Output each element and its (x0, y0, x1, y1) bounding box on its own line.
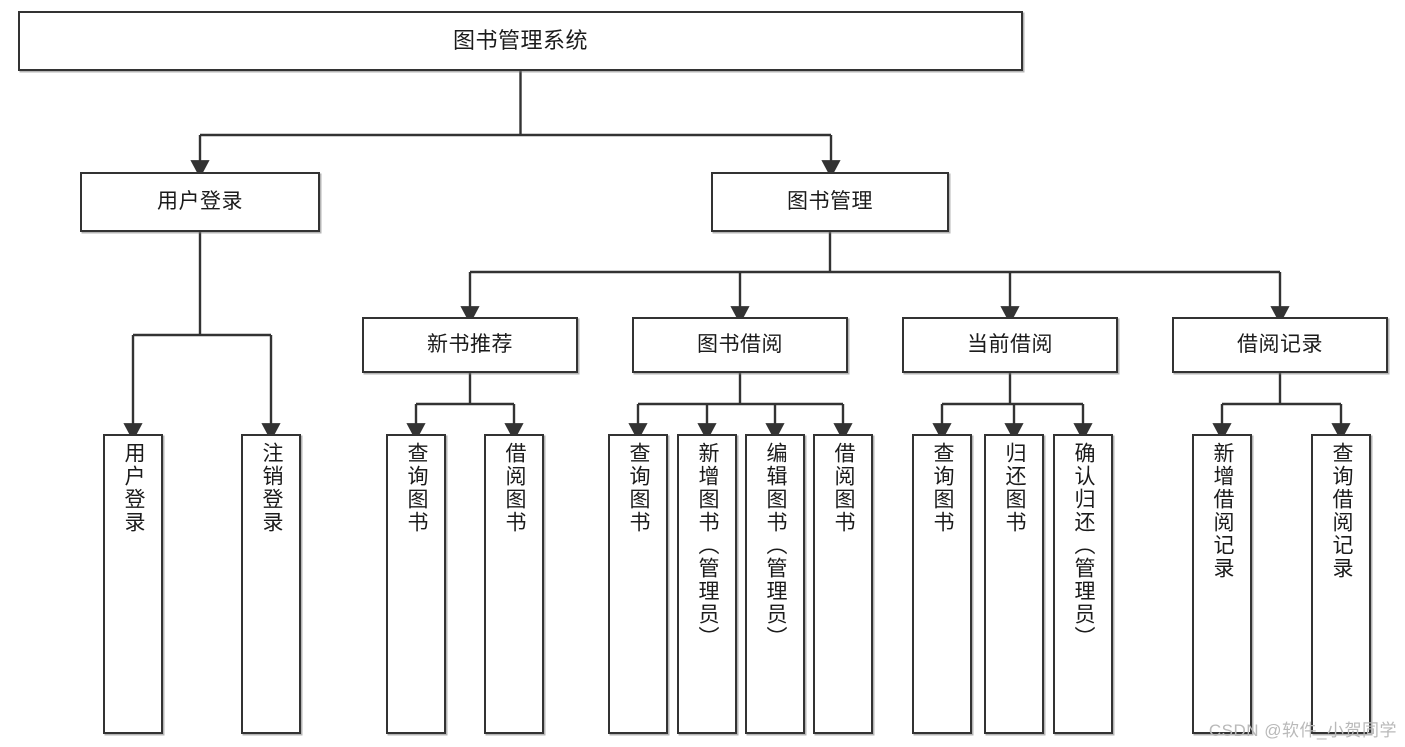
node-new-book-recommend-label: 新书推荐 (427, 333, 513, 357)
watermark: CSDN @软件_小贺同学 (1208, 721, 1397, 740)
leaf-borrow-book[interactable]: 借阅图书 (813, 434, 873, 734)
leaf-add-borrow-record[interactable]: 新增借阅记录 (1192, 434, 1252, 734)
leaf-borrow-book-recommend-label: 借阅图书 (503, 442, 527, 534)
node-borrow-record-label: 借阅记录 (1237, 333, 1323, 357)
leaf-query-book-borrow-label: 查询图书 (627, 442, 651, 534)
leaf-query-book-recommend-label: 查询图书 (405, 442, 429, 534)
leaf-add-book-admin-label: 新增图书（管理员） (696, 442, 720, 649)
leaf-query-borrow-record-label: 查询借阅记录 (1330, 442, 1354, 580)
node-book-management[interactable]: 图书管理 (711, 172, 949, 232)
leaf-query-book-borrow[interactable]: 查询图书 (608, 434, 668, 734)
node-book-borrow[interactable]: 图书借阅 (632, 317, 848, 373)
leaf-borrow-book-label: 借阅图书 (832, 442, 856, 534)
node-root-label: 图书管理系统 (452, 27, 588, 53)
node-book-management-label: 图书管理 (787, 190, 873, 214)
leaf-query-book-current[interactable]: 查询图书 (912, 434, 972, 734)
leaf-user-login-label: 用户登录 (122, 442, 146, 534)
leaf-confirm-return-admin[interactable]: 确认归还（管理员） (1053, 434, 1113, 734)
leaf-add-book-admin[interactable]: 新增图书（管理员） (677, 434, 737, 734)
leaf-return-book-label: 归还图书 (1003, 442, 1027, 534)
node-user-login[interactable]: 用户登录 (80, 172, 320, 232)
node-current-borrow[interactable]: 当前借阅 (902, 317, 1118, 373)
leaf-edit-book-admin[interactable]: 编辑图书（管理员） (745, 434, 805, 734)
leaf-user-login[interactable]: 用户登录 (103, 434, 163, 734)
node-user-login-label: 用户登录 (157, 190, 243, 214)
leaf-return-book[interactable]: 归还图书 (984, 434, 1044, 734)
leaf-edit-book-admin-label: 编辑图书（管理员） (764, 442, 788, 649)
node-book-borrow-label: 图书借阅 (697, 333, 783, 357)
leaf-logout-label: 注销登录 (260, 442, 284, 534)
leaf-logout[interactable]: 注销登录 (241, 434, 301, 734)
node-root[interactable]: 图书管理系统 (18, 11, 1023, 71)
node-borrow-record[interactable]: 借阅记录 (1172, 317, 1388, 373)
leaf-query-book-current-label: 查询图书 (931, 442, 955, 534)
node-current-borrow-label: 当前借阅 (967, 333, 1053, 357)
leaf-query-borrow-record[interactable]: 查询借阅记录 (1311, 434, 1371, 734)
node-new-book-recommend[interactable]: 新书推荐 (362, 317, 578, 373)
leaf-query-book-recommend[interactable]: 查询图书 (386, 434, 446, 734)
leaf-add-borrow-record-label: 新增借阅记录 (1211, 442, 1235, 580)
leaf-borrow-book-recommend[interactable]: 借阅图书 (484, 434, 544, 734)
leaf-confirm-return-admin-label: 确认归还（管理员） (1072, 442, 1096, 649)
